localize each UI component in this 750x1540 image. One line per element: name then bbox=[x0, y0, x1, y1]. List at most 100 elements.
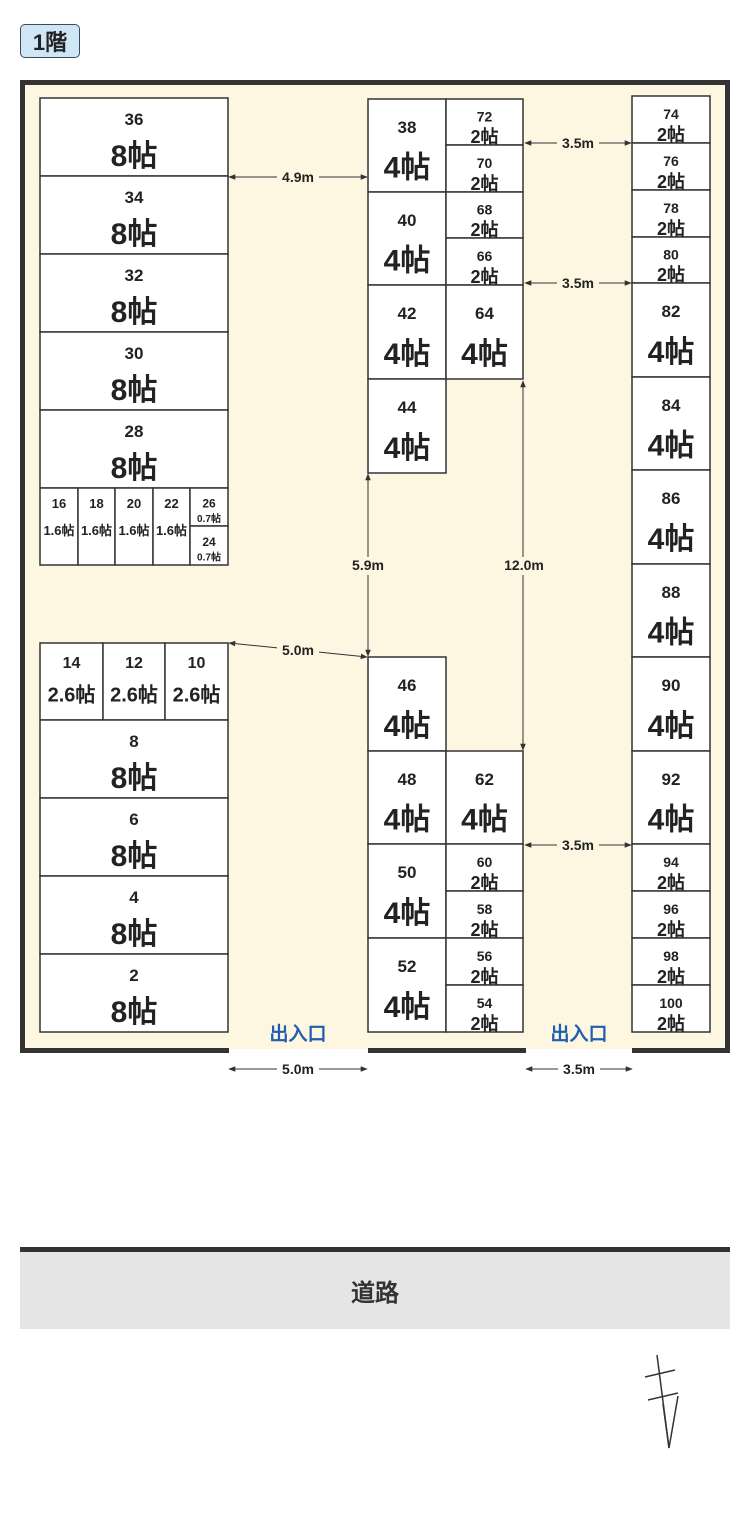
unit-size: 2帖 bbox=[470, 966, 498, 987]
storage-unit-2[interactable]: 28帖 bbox=[39, 953, 229, 1033]
unit-size: 4帖 bbox=[648, 616, 695, 649]
dimension-4: 12.0m bbox=[499, 380, 549, 751]
unit-number: 100 bbox=[659, 995, 683, 1011]
storage-unit-12[interactable]: 122.6帖 bbox=[102, 642, 166, 721]
unit-number: 52 bbox=[398, 957, 417, 976]
unit-size: 4帖 bbox=[648, 710, 695, 743]
unit-size: 8帖 bbox=[111, 840, 158, 873]
storage-unit-88[interactable]: 88 4帖 bbox=[631, 563, 711, 658]
unit-number: 56 bbox=[477, 948, 493, 964]
unit-box bbox=[631, 937, 711, 986]
unit-box bbox=[631, 843, 711, 892]
storage-unit-10[interactable]: 102.6帖 bbox=[164, 642, 229, 721]
unit-size: 8帖 bbox=[111, 140, 158, 173]
unit-number: 74 bbox=[663, 106, 679, 122]
storage-unit-30[interactable]: 30 8帖 bbox=[39, 331, 229, 411]
unit-box bbox=[445, 284, 524, 380]
unit-number: 88 bbox=[662, 583, 681, 602]
dimension-label: 5.0m bbox=[282, 1061, 314, 1077]
unit-size: 4帖 bbox=[384, 244, 431, 277]
unit-size: 1.6帖 bbox=[81, 523, 112, 538]
unit-box bbox=[164, 642, 229, 721]
unit-size: 4帖 bbox=[384, 710, 431, 743]
unit-size: 8帖 bbox=[111, 374, 158, 407]
unit-size: 8帖 bbox=[111, 996, 158, 1029]
unit-number: 8 bbox=[129, 732, 138, 751]
storage-unit-26[interactable]: 260.7帖 bbox=[189, 487, 229, 527]
storage-unit-20[interactable]: 201.6帖 bbox=[114, 487, 154, 566]
units-layer: 368帖348帖328帖308帖288帖161.6帖181.6帖201.6帖22… bbox=[39, 95, 711, 1034]
unit-number: 30 bbox=[125, 344, 144, 363]
unit-box bbox=[367, 843, 447, 939]
unit-number: 96 bbox=[663, 901, 679, 917]
unit-number: 38 bbox=[398, 118, 417, 137]
unit-size: 2.6帖 bbox=[48, 684, 96, 707]
unit-number: 48 bbox=[398, 770, 417, 789]
unit-number: 50 bbox=[398, 863, 417, 882]
unit-box bbox=[77, 487, 116, 566]
unit-size: 4帖 bbox=[648, 429, 695, 462]
dimension-label: 12.0m bbox=[504, 557, 544, 573]
unit-size: 4帖 bbox=[384, 897, 431, 930]
unit-box bbox=[367, 284, 447, 380]
unit-size: 8帖 bbox=[111, 918, 158, 951]
unit-number: 16 bbox=[52, 496, 66, 511]
unit-size: 4帖 bbox=[384, 338, 431, 371]
storage-unit-18[interactable]: 181.6帖 bbox=[77, 487, 116, 566]
unit-box bbox=[152, 487, 191, 566]
unit-number: 60 bbox=[477, 854, 493, 870]
unit-size: 1.6帖 bbox=[156, 523, 187, 538]
storage-unit-22[interactable]: 221.6帖 bbox=[152, 487, 191, 566]
storage-unit-50[interactable]: 50 4帖 bbox=[367, 843, 447, 939]
road: 道路 bbox=[20, 1247, 730, 1329]
storage-unit-4[interactable]: 48帖 bbox=[39, 875, 229, 955]
unit-size: 2帖 bbox=[470, 126, 498, 147]
dimension-2: 3.5m bbox=[524, 275, 632, 293]
unit-size: 4帖 bbox=[384, 432, 431, 465]
dimension-6: 3.5m bbox=[524, 837, 632, 855]
storage-unit-16[interactable]: 161.6帖 bbox=[39, 487, 79, 566]
unit-size: 2帖 bbox=[470, 1013, 498, 1034]
storage-unit-84[interactable]: 84 4帖 bbox=[631, 376, 711, 471]
storage-unit-8[interactable]: 88帖 bbox=[39, 719, 229, 799]
storage-unit-6[interactable]: 68帖 bbox=[39, 797, 229, 877]
storage-unit-24[interactable]: 240.7帖 bbox=[189, 525, 229, 566]
unit-number: 84 bbox=[662, 396, 681, 415]
unit-size: 2.6帖 bbox=[173, 684, 221, 707]
storage-unit-14[interactable]: 142.6帖 bbox=[39, 642, 104, 721]
unit-number: 12 bbox=[125, 655, 143, 672]
